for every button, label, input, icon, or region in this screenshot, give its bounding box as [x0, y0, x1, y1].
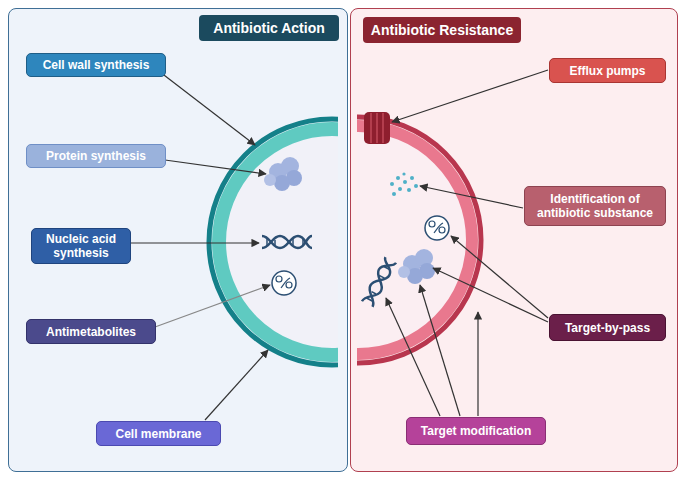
box-label: Cell membrane: [115, 427, 201, 441]
box-label: Efflux pumps: [569, 64, 645, 78]
label-box: Target modification: [406, 417, 546, 445]
box-label: Identification of antibiotic substance: [529, 192, 661, 220]
label-box: Antimetabolites: [26, 319, 156, 344]
box-label: Target-by-pass: [565, 321, 650, 335]
label-box: Efflux pumps: [549, 58, 666, 83]
panel-heading: Antibiotic Action: [199, 15, 339, 41]
label-box: Nucleic acid synthesis: [31, 228, 131, 264]
label-box: Protein synthesis: [26, 144, 166, 168]
box-label: Target modification: [421, 424, 531, 438]
label-box: Cell membrane: [96, 421, 221, 446]
label-box: Cell wall synthesis: [26, 53, 166, 77]
box-label: Nucleic acid synthesis: [36, 232, 126, 260]
label-box: Target-by-pass: [549, 314, 666, 341]
label-box: Identification of antibiotic substance: [524, 186, 666, 226]
box-label: Protein synthesis: [46, 149, 146, 163]
panel: Antibiotic ActionCell wall synthesisProt…: [8, 8, 348, 472]
panel: Antibiotic ResistanceEfflux pumpsIdentif…: [350, 8, 678, 472]
box-label: Cell wall synthesis: [43, 58, 150, 72]
box-label: Antimetabolites: [46, 325, 136, 339]
panel-heading: Antibiotic Resistance: [363, 17, 521, 43]
